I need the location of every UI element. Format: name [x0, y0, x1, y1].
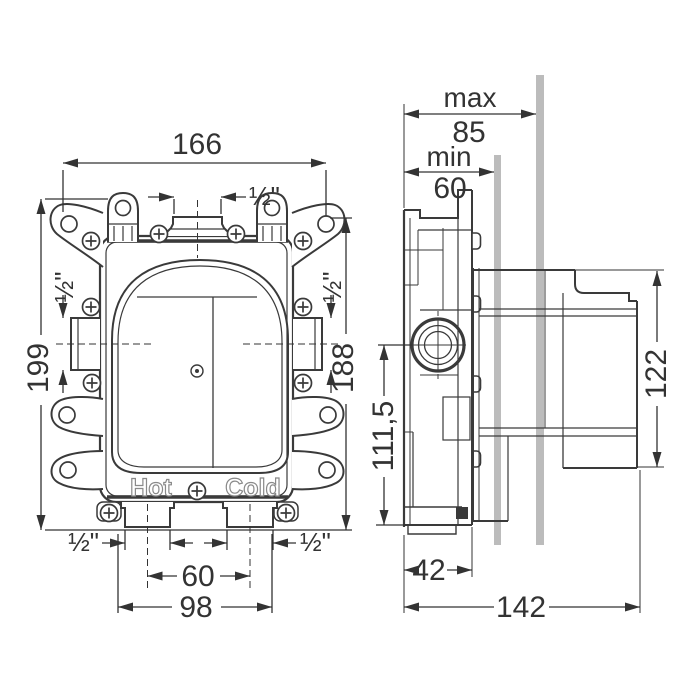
mounting-hole	[58, 406, 76, 424]
wall-line-max	[536, 75, 544, 545]
dimensions	[36, 104, 664, 613]
dim-bottom-port-left: ½"	[68, 527, 99, 557]
mounting-hole	[318, 461, 336, 479]
dim-port-height-111-5: 111,5	[367, 401, 400, 472]
dim-port-span-98: 98	[179, 591, 212, 624]
dim-height-188: 188	[327, 343, 360, 393]
dim-max-85: 85	[452, 116, 485, 149]
label-min: min	[426, 141, 471, 172]
dim-min-60: 60	[433, 172, 466, 205]
dim-cover-height-122: 122	[640, 349, 673, 399]
mounting-hole	[60, 215, 78, 233]
protection-cover	[472, 268, 638, 522]
hot-label: Hot	[130, 474, 172, 502]
mounting-hole	[114, 199, 132, 217]
dim-height-199: 199	[22, 343, 55, 393]
valve-box-outline	[98, 234, 295, 504]
dim-left-port: ½"	[49, 272, 79, 303]
dim-port-spacing-60: 60	[181, 560, 214, 593]
dimension-labels: 166 199 188 ½" ½" ½" ½" ½" 60 98 max 85 …	[22, 82, 673, 624]
valve-body-side	[402, 189, 482, 535]
dim-total-depth-142: 142	[496, 591, 546, 624]
center-screw-hole	[190, 364, 204, 378]
mounting-hole	[59, 461, 77, 479]
dim-right-port: ½"	[317, 272, 347, 303]
bottom-port-side	[456, 507, 468, 519]
front-view: Hot Cold	[49, 191, 346, 528]
dim-bottom-port-right: ½"	[300, 527, 331, 557]
dim-width-166: 166	[172, 128, 222, 161]
side-view	[402, 75, 638, 545]
mounting-hole	[263, 199, 281, 217]
label-max: max	[444, 82, 497, 113]
cartridge-dome	[111, 258, 289, 474]
dim-body-depth-42: 42	[412, 554, 445, 587]
dim-top-port: ½"	[249, 181, 280, 211]
wall-line-min	[494, 155, 501, 545]
right-side-port	[293, 317, 323, 371]
cold-label: Cold	[225, 474, 281, 502]
mounting-hole	[319, 406, 337, 424]
